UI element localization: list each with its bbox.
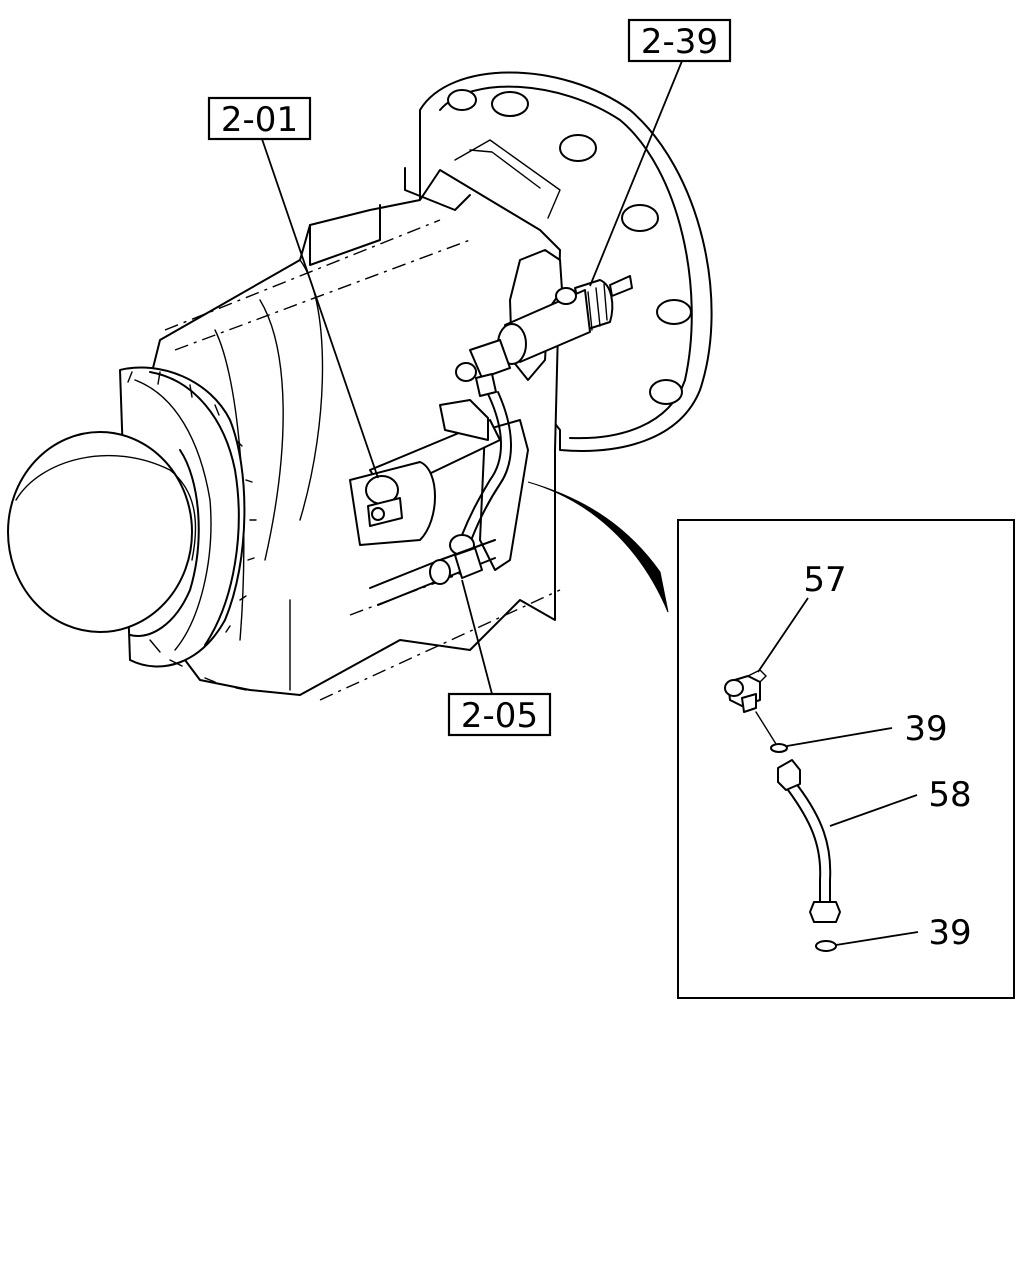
ref-box-2-39[interactable]: 2-39 bbox=[627, 18, 732, 63]
svg-text:39: 39 bbox=[904, 709, 947, 749]
ref-label-2-05: 2-05 bbox=[461, 696, 538, 736]
leader-57 bbox=[757, 597, 809, 673]
callout-57: 57 bbox=[803, 560, 846, 600]
callout-39-upper: 39 bbox=[904, 709, 947, 749]
part-39-washer-lower[interactable] bbox=[815, 940, 837, 952]
leader-39-lower bbox=[835, 931, 919, 946]
part-39-washer-upper[interactable] bbox=[770, 743, 788, 753]
part-58-pipe[interactable] bbox=[777, 759, 841, 923]
detail-inset-frame bbox=[677, 519, 1015, 999]
case-ribs bbox=[149, 639, 247, 691]
ref-box-2-05[interactable]: 2-05 bbox=[447, 692, 552, 737]
detail-pointer bbox=[527, 481, 669, 613]
leader-58 bbox=[829, 794, 918, 827]
callout-58: 58 bbox=[928, 775, 971, 815]
transmission-case bbox=[139, 139, 561, 701]
leader-2-05 bbox=[461, 579, 493, 695]
ref-label-2-01: 2-01 bbox=[221, 100, 298, 140]
release-cylinder bbox=[349, 399, 501, 546]
tail-housing bbox=[7, 366, 257, 668]
leader-2-39 bbox=[589, 60, 683, 287]
part-57-fitting[interactable] bbox=[724, 669, 767, 713]
assembly-axis-upper bbox=[755, 711, 777, 745]
svg-text:39: 39 bbox=[928, 913, 971, 953]
clutch-slave-cylinder bbox=[497, 275, 633, 365]
svg-text:58: 58 bbox=[928, 775, 971, 815]
upper-fitting bbox=[455, 339, 511, 397]
ref-box-2-01[interactable]: 2-01 bbox=[207, 96, 312, 141]
ref-label-2-39: 2-39 bbox=[641, 22, 718, 62]
transmission-assembly bbox=[7, 71, 713, 701]
leader-39-upper bbox=[786, 727, 893, 747]
svg-text:57: 57 bbox=[803, 560, 846, 600]
callout-39-lower: 39 bbox=[928, 913, 971, 953]
detail-inset: 57 39 58 39 bbox=[677, 519, 1015, 999]
lower-tube bbox=[369, 539, 496, 606]
leader-2-01 bbox=[261, 138, 379, 479]
